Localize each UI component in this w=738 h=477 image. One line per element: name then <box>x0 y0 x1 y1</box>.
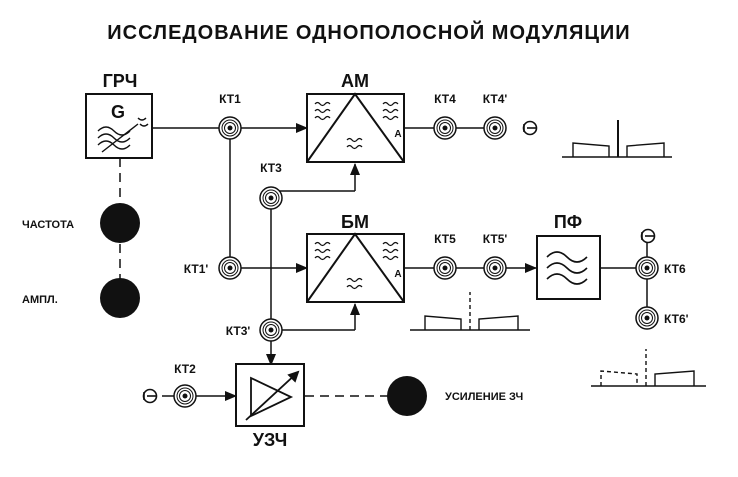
am-suffix: А <box>394 129 401 140</box>
knob-icon[interactable] <box>387 376 427 416</box>
uzch-label: УЗЧ <box>253 430 287 450</box>
jack-icon[interactable] <box>259 186 283 210</box>
ground-icon <box>522 120 538 136</box>
ground-icon <box>142 388 158 404</box>
kt6p-label: КТ6' <box>664 312 689 326</box>
pf-block: ПФ <box>536 212 601 300</box>
test-point-kt4p[interactable]: КТ4' <box>483 92 508 140</box>
bm-label: БМ <box>341 212 369 232</box>
jack-icon[interactable] <box>483 116 507 140</box>
generator-letter: G <box>111 102 125 122</box>
kt6-label: КТ6 <box>664 262 686 276</box>
jack-icon[interactable] <box>483 256 507 280</box>
gain-control[interactable]: УСИЛЕНИЕ ЗЧ <box>387 376 523 416</box>
frequency-label: ЧАСТОТА <box>22 219 74 231</box>
am-label: АМ <box>341 71 369 91</box>
ground-icon <box>640 228 656 244</box>
grch-block: ГРЧ G <box>85 71 153 159</box>
filter-icon <box>546 251 588 285</box>
kt4p-label: КТ4' <box>483 92 508 106</box>
gain-label: УСИЛЕНИЕ ЗЧ <box>445 391 523 403</box>
bm-block: БМ А <box>306 212 405 303</box>
am-block: АМ А <box>306 71 405 163</box>
test-point-kt6[interactable]: КТ6 <box>635 256 686 280</box>
pf-label: ПФ <box>554 212 582 232</box>
kt1p-label: КТ1' <box>184 262 209 276</box>
test-point-kt3p[interactable]: КТ3' <box>226 318 283 342</box>
kt5p-label: КТ5' <box>483 232 508 246</box>
spectrum-icon <box>562 120 672 158</box>
jack-icon[interactable] <box>218 116 242 140</box>
test-point-kt5p[interactable]: КТ5' <box>483 232 508 280</box>
knob-icon[interactable] <box>100 203 140 243</box>
kt5-label: КТ5 <box>434 232 456 246</box>
test-point-kt5[interactable]: КТ5 <box>433 232 457 280</box>
spectrum-icon <box>591 349 706 387</box>
wiring <box>119 123 648 401</box>
grch-label: ГРЧ <box>103 71 138 91</box>
knob-icon[interactable] <box>100 278 140 318</box>
jack-icon[interactable] <box>173 384 197 408</box>
sweep-icon <box>97 117 149 153</box>
kt2-label: КТ2 <box>174 362 196 376</box>
jack-icon[interactable] <box>259 318 283 342</box>
uzch-block: УЗЧ <box>235 363 305 450</box>
diagram-title: ИССЛЕДОВАНИЕ ОДНОПОЛОСНОЙ МОДУЛЯЦИИ <box>107 20 630 44</box>
frequency-control[interactable]: ЧАСТОТА <box>22 203 140 243</box>
kt4-label: КТ4 <box>434 92 456 106</box>
jack-icon[interactable] <box>433 116 457 140</box>
test-point-kt6p[interactable]: КТ6' <box>635 306 689 330</box>
test-point-kt2[interactable]: КТ2 <box>173 362 197 408</box>
amplifier-icon <box>245 370 300 421</box>
amplitude-label: АМПЛ. <box>22 294 58 306</box>
jack-icon[interactable] <box>218 256 242 280</box>
jack-icon[interactable] <box>635 256 659 280</box>
test-point-kt3[interactable]: КТ3 <box>259 161 283 210</box>
test-point-kt4[interactable]: КТ4 <box>433 92 457 140</box>
spectrum-icon <box>410 292 530 331</box>
jack-icon[interactable] <box>433 256 457 280</box>
jack-icon[interactable] <box>635 306 659 330</box>
test-point-kt1p[interactable]: КТ1' <box>184 256 242 280</box>
bm-suffix: А <box>394 269 401 280</box>
kt3p-label: КТ3' <box>226 324 251 338</box>
kt3-label: КТ3 <box>260 161 282 175</box>
kt1-label: КТ1 <box>219 92 241 106</box>
test-point-kt1[interactable]: КТ1 <box>218 92 242 140</box>
amplitude-control[interactable]: АМПЛ. <box>22 278 140 318</box>
